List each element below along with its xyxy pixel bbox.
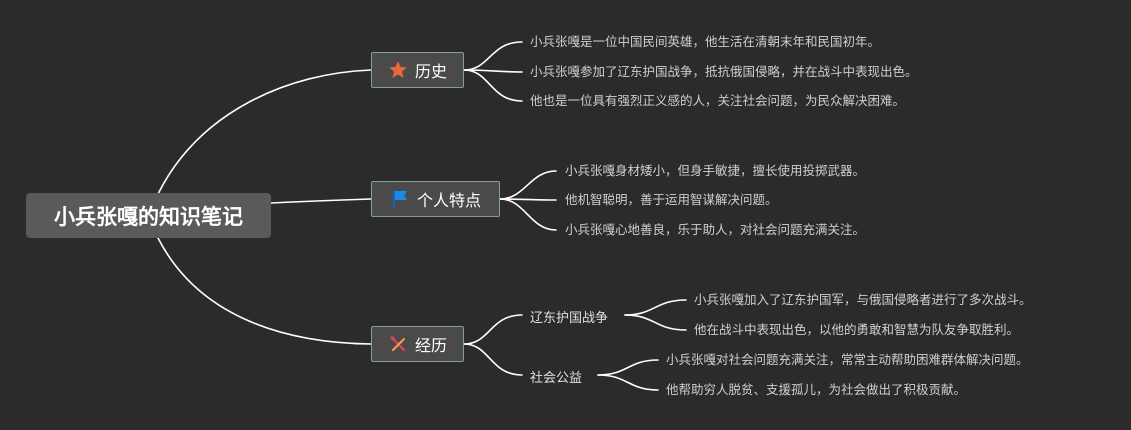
connector-root-traits <box>270 198 372 204</box>
connector-history-leaf-3 <box>463 69 523 102</box>
connector-sub1-leaf-2 <box>624 314 687 331</box>
root-topic-label: 小兵张嘎的知识笔记 <box>54 204 243 229</box>
root-topic[interactable]: 小兵张嘎的知识笔记 <box>26 193 271 238</box>
branch-history[interactable]: 历史 <box>371 52 464 88</box>
connector-root-history <box>157 69 372 195</box>
history-leaf-2[interactable]: 小兵张嘎参加了辽东护国战争，抵抗俄国侵略，并在战斗中表现出色。 <box>530 64 918 79</box>
subtopic-social-welfare[interactable]: 社会公益 <box>530 371 583 386</box>
connector-traits-leaf-3 <box>499 198 557 231</box>
welfare-leaf-2[interactable]: 他帮助穷人脱贫、支援孤儿，为社会做出了积极贡献。 <box>666 382 967 397</box>
branch-traits[interactable]: 个人特点 <box>371 181 500 217</box>
traits-leaf-2[interactable]: 他机智聪明，善于运用智谋解决问题。 <box>565 192 778 207</box>
traits-leaf-3[interactable]: 小兵张嘎心地善良，乐于助人，对社会问题充满关注。 <box>565 222 866 237</box>
history-leaf-3[interactable]: 他也是一位具有强烈正义感的人，关注社会问题，为民众解决困难。 <box>530 93 906 108</box>
connector-exp-sub-1 <box>463 314 523 345</box>
crossed-tools-icon <box>388 334 408 354</box>
connector-root-experience <box>157 237 372 345</box>
connector-traits-leaf-1 <box>499 170 557 200</box>
connector-sub1-leaf-1 <box>624 299 687 316</box>
branch-traits-label: 个人特点 <box>416 191 481 210</box>
flag-icon <box>390 189 410 209</box>
subtopic-liaodong-war[interactable]: 辽东护国战争 <box>530 311 609 326</box>
connector-sub2-leaf-2 <box>597 374 659 391</box>
star-icon <box>388 60 408 80</box>
branch-experience[interactable]: 经历 <box>371 326 464 362</box>
welfare-leaf-1[interactable]: 小兵张嘎对社会问题充满关注，常常主动帮助困难群体解决问题。 <box>666 352 1029 367</box>
connector-sub2-leaf-1 <box>597 359 659 376</box>
branch-history-label: 历史 <box>414 62 447 81</box>
connector-history-leaf-1 <box>463 41 523 71</box>
liaodong-leaf-1[interactable]: 小兵张嘎加入了辽东护国军，与俄国侵略者进行了多次战斗。 <box>694 292 1032 307</box>
traits-leaf-1[interactable]: 小兵张嘎身材矮小，但身手敏捷，擅长使用投掷武器。 <box>565 163 866 178</box>
connector-exp-sub-2 <box>463 343 523 376</box>
liaodong-leaf-2[interactable]: 他在战斗中表现出色，以他的勇敢和智慧为队友争取胜利。 <box>694 322 1020 337</box>
branch-experience-label: 经历 <box>414 336 447 355</box>
history-leaf-1[interactable]: 小兵张嘎是一位中国民间英雄，他生活在清朝末年和民国初年。 <box>530 34 881 49</box>
